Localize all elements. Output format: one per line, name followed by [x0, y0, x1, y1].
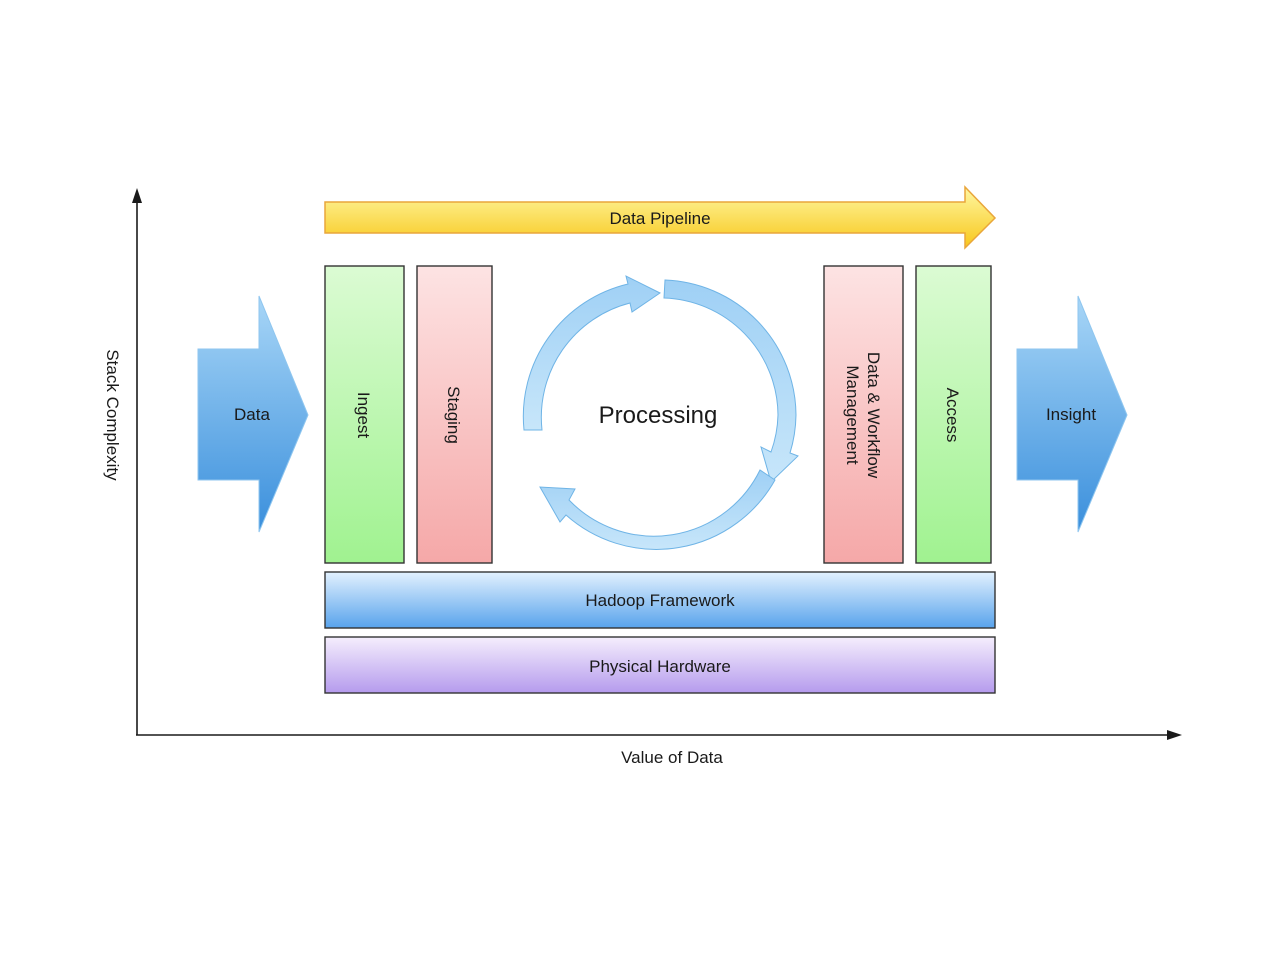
access-box	[915, 265, 992, 564]
workflow-management-column: Data & Workflow Management	[823, 265, 904, 564]
data-pipeline-arrow: Data Pipeline	[324, 185, 997, 250]
y-axis-arrowhead	[132, 188, 142, 203]
workflow-management-label-line1: Data & Workflow	[864, 352, 883, 479]
physical-hardware-layer: Physical Hardware	[324, 636, 996, 694]
hadoop-framework-label: Hadoop Framework	[585, 591, 735, 610]
access-column: Access	[915, 265, 992, 564]
data-input-arrow-shape	[197, 295, 309, 533]
physical-hardware-label: Physical Hardware	[589, 657, 731, 676]
staging-column: Staging	[416, 265, 493, 564]
processing-cycle: Processing	[522, 275, 799, 550]
insight-output-arrow-shape	[1016, 295, 1128, 533]
workflow-management-box	[823, 265, 904, 564]
physical-hardware-box	[324, 636, 996, 694]
cycle-arrow-top	[522, 275, 661, 431]
y-axis-label: Stack Complexity	[103, 349, 122, 481]
data-pipeline-label: Data Pipeline	[609, 209, 710, 228]
data-input-arrow: Data	[197, 295, 309, 533]
workflow-management-label-line2: Management	[843, 365, 862, 465]
access-label: Access	[943, 388, 962, 443]
processing-label: Processing	[599, 402, 718, 429]
ingest-box	[324, 265, 405, 564]
axes: Value of Data Stack Complexity	[103, 188, 1182, 767]
data-pipeline-arrow-shape	[324, 185, 997, 250]
x-axis-arrowhead	[1167, 730, 1182, 740]
cycle-arrow-bottom	[539, 469, 776, 550]
ingest-column: Ingest	[324, 265, 405, 564]
x-axis-label: Value of Data	[621, 748, 723, 767]
staging-label: Staging	[444, 386, 463, 444]
insight-output-arrow: Insight	[1016, 295, 1128, 533]
hadoop-framework-box	[324, 571, 996, 629]
insight-output-label: Insight	[1046, 405, 1096, 424]
hadoop-framework-layer: Hadoop Framework	[324, 571, 996, 629]
staging-box	[416, 265, 493, 564]
ingest-label: Ingest	[354, 392, 373, 439]
cycle-arrow-right	[663, 279, 799, 483]
data-input-label: Data	[234, 405, 270, 424]
